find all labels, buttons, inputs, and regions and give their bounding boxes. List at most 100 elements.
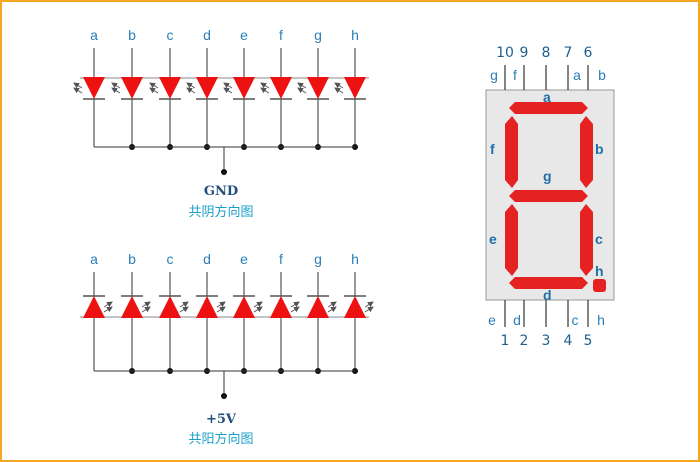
- light-arrow: [111, 87, 121, 94]
- pin-label-b: b: [128, 251, 136, 267]
- light-arrow: [149, 82, 159, 89]
- segment-label-e: e: [489, 231, 497, 247]
- display-pin-letter-d: d: [513, 312, 521, 328]
- pin-label-e: e: [240, 251, 248, 267]
- light-arrow: [103, 301, 113, 308]
- light-arrow: [260, 87, 270, 94]
- pin-label-d: d: [203, 251, 211, 267]
- light-arrow: [334, 82, 344, 89]
- light-arrow: [253, 306, 263, 313]
- pin-label-b: b: [128, 27, 136, 43]
- light-arrow: [334, 87, 344, 94]
- display-pin-8: 8: [542, 45, 551, 61]
- led-e: [233, 77, 255, 99]
- light-arrow: [290, 306, 300, 313]
- display-pin-letter-b: b: [598, 67, 606, 83]
- display-pin-3: 3: [542, 333, 551, 349]
- pin-label-f: f: [279, 27, 283, 43]
- light-arrow: [179, 306, 189, 313]
- segment-label-b: b: [595, 141, 604, 157]
- segment-e: [505, 204, 518, 276]
- light-arrow: [223, 82, 233, 89]
- light-arrow: [223, 87, 233, 94]
- led-g: [307, 296, 329, 318]
- pin-label-h: h: [351, 27, 359, 43]
- light-arrow: [290, 301, 300, 308]
- segment-h-dot: [593, 279, 606, 292]
- segment-b: [580, 116, 593, 188]
- led-f: [270, 77, 292, 99]
- segment-label-f: f: [490, 141, 495, 157]
- diagram-caption: 共阴方向图: [188, 204, 253, 220]
- light-arrow: [297, 82, 307, 89]
- display-pin-letter-e: e: [488, 312, 496, 328]
- led-e: [233, 296, 255, 318]
- diagram-caption: 共阳方向图: [188, 431, 253, 447]
- display-pin-7: 7: [564, 45, 573, 61]
- display-pin-letter-a: a: [573, 67, 581, 83]
- light-arrow: [216, 306, 226, 313]
- light-arrow: [73, 82, 83, 89]
- light-arrow: [186, 87, 196, 94]
- rail-label: +5V: [206, 412, 237, 427]
- display-pin-6: 6: [584, 45, 593, 61]
- light-arrow: [103, 306, 113, 313]
- pin-label-d: d: [203, 27, 211, 43]
- light-arrow: [327, 306, 337, 313]
- terminal-dot: [221, 393, 227, 399]
- led-a: [83, 77, 105, 99]
- led-b: [121, 77, 143, 99]
- light-arrow: [186, 82, 196, 89]
- light-arrow: [216, 301, 226, 308]
- segment-label-a: a: [543, 89, 551, 105]
- pin-label-a: a: [90, 27, 98, 43]
- segment-label-g: g: [543, 168, 552, 184]
- display-pin-1: 1: [501, 333, 510, 349]
- pin-label-h: h: [351, 251, 359, 267]
- light-arrow: [260, 82, 270, 89]
- light-arrow: [111, 82, 121, 89]
- pin-label-c: c: [167, 251, 174, 267]
- led-d: [196, 296, 218, 318]
- display-pin-4: 4: [564, 333, 573, 349]
- light-arrow: [364, 301, 374, 308]
- led-f: [270, 296, 292, 318]
- light-arrow: [149, 87, 159, 94]
- light-arrow: [364, 306, 374, 313]
- led-h: [344, 77, 366, 99]
- led-h: [344, 296, 366, 318]
- display-pin-letter-h: h: [597, 312, 605, 328]
- terminal-dot: [221, 169, 227, 175]
- led-diagram-2: a b c d e f g h +5V 共阳方向图: [80, 251, 374, 447]
- segment-label-c: c: [595, 231, 603, 247]
- light-arrow: [73, 87, 83, 94]
- led-g: [307, 77, 329, 99]
- display-pin-letter-f: f: [513, 67, 517, 83]
- display-pin-letter-c: c: [572, 312, 579, 328]
- segment-f: [505, 116, 518, 188]
- pin-label-g: g: [314, 251, 322, 267]
- light-arrow: [179, 301, 189, 308]
- segment-label-d: d: [543, 287, 552, 303]
- light-arrow: [253, 301, 263, 308]
- light-arrow: [141, 301, 151, 308]
- pin-label-a: a: [90, 251, 98, 267]
- rail-label: GND: [204, 184, 238, 199]
- segment-a: [509, 102, 588, 114]
- display-pin-9: 9: [520, 45, 529, 61]
- segment-label-h: h: [595, 263, 604, 279]
- display-pin-10: 10: [496, 45, 514, 61]
- display-pin-letter-g: g: [490, 67, 498, 83]
- led-c: [159, 77, 181, 99]
- pin-label-c: c: [167, 27, 174, 43]
- light-arrow: [297, 87, 307, 94]
- display-pin-2: 2: [520, 333, 529, 349]
- display-pin-5: 5: [584, 333, 593, 349]
- segment-g: [509, 190, 588, 202]
- pin-label-f: f: [279, 251, 283, 267]
- segment-c: [580, 204, 593, 276]
